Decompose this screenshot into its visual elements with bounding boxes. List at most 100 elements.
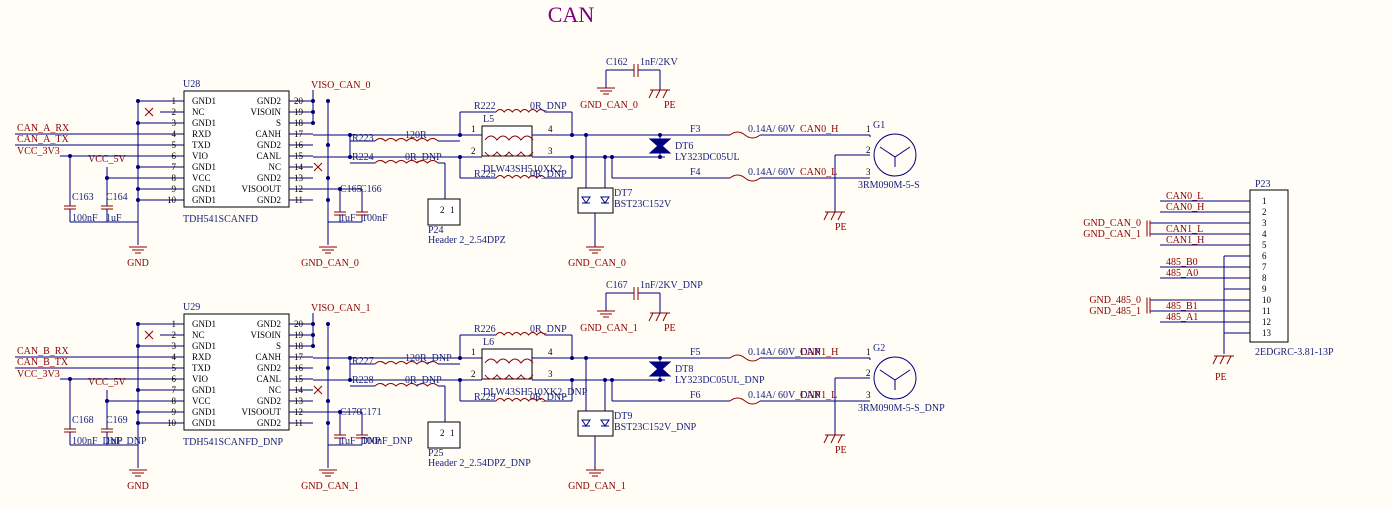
ic-pin-name: NC: [192, 107, 205, 117]
viso-label: VISO_CAN_0: [311, 80, 370, 91]
ic-pin-name: GND1: [192, 418, 216, 428]
ground-symbol: [597, 310, 615, 318]
resistor-ref: R223: [352, 133, 374, 144]
fuse-ref: F6: [690, 390, 701, 401]
resistor-ref: R225: [474, 169, 496, 180]
pe-earth-symbol: [823, 434, 845, 444]
fuse-symbol: [729, 131, 761, 139]
junction-dot: [311, 322, 315, 326]
capacitor-symbol: [101, 428, 113, 433]
ic-pin-number: 19: [294, 107, 304, 117]
ic-pin-number: 15: [294, 374, 304, 384]
cap-ref: C166: [360, 184, 382, 195]
net-label-tx: CAN_B_TX: [17, 357, 69, 368]
pe-label: PE: [1215, 372, 1227, 383]
ic-pin-name: VIO: [192, 374, 208, 384]
ic-pin-number: 20: [294, 319, 304, 329]
resistor-ref: R226: [474, 324, 496, 335]
junction-dot: [326, 143, 330, 147]
junction-dot: [326, 399, 330, 403]
ic-pin-number: 17: [294, 129, 304, 139]
ic-pin-name: CANH: [255, 352, 281, 362]
ground-symbol: [129, 246, 147, 254]
gdt-pin-number: 2: [866, 368, 871, 378]
gdt-pin-number: 3: [866, 167, 871, 177]
ic-pin-name: RXD: [192, 129, 212, 139]
junction-dot: [105, 399, 109, 403]
ground-symbol: [597, 87, 615, 95]
ic-pin-number: 7: [172, 385, 177, 395]
gas-discharge-tube: [873, 133, 917, 177]
resistor-value: 0R_DNP: [405, 152, 442, 163]
gdt-ref: G1: [873, 120, 885, 131]
terminal-net-label: CAN1_L: [1166, 224, 1203, 235]
ic-pin-name: GND1: [192, 195, 216, 205]
gnd-label: GND: [127, 481, 149, 492]
choke-ref: L6: [483, 337, 494, 348]
junction-dot: [326, 99, 330, 103]
fuse-ref: F5: [690, 347, 701, 358]
gdt-pin-number: 1: [866, 347, 871, 357]
choke-coil-symbol: [484, 135, 534, 141]
tvs-diode-symbol: [600, 196, 610, 204]
wire: [837, 434, 843, 444]
pe-label: PE: [664, 323, 676, 334]
ic-pin-number: 15: [294, 151, 304, 161]
fuse-symbol: [729, 354, 761, 362]
ic-pin-number: 19: [294, 330, 304, 340]
ground-symbol: [586, 246, 604, 254]
gnd-can-label: GND_CAN_0: [568, 258, 626, 269]
pe-earth-symbol: [648, 89, 670, 99]
terminal-value: 2EDGRC-3.81-13P: [1255, 347, 1334, 358]
pe-label: PE: [835, 445, 847, 456]
ic-pin-name: S: [276, 341, 281, 351]
terminal-pin-number: 3: [1262, 218, 1267, 228]
resistor-ref: R228: [352, 375, 374, 386]
terminal-pin-number: 7: [1262, 262, 1267, 272]
header-value: Header 2_2.54DPZ: [428, 235, 506, 246]
resistor-symbol: [374, 383, 439, 387]
choke-coil-symbol: [484, 151, 534, 157]
cap-ref: C170: [340, 407, 362, 418]
gnd-can-label: GND_CAN_1: [301, 481, 359, 492]
junction-dot: [458, 155, 462, 159]
choke-pin-number: 3: [548, 369, 553, 379]
viso-label: VISO_CAN_1: [311, 303, 370, 314]
pe-label: PE: [835, 222, 847, 233]
vcc-5v-label: VCC_5V: [88, 377, 127, 388]
gdt-value: 3RM090M-5-S: [858, 180, 920, 191]
wire: [823, 434, 829, 444]
ic-value: TDH541SCANFD_DNP: [183, 437, 283, 448]
tvs-value: BST23C152V: [614, 199, 672, 210]
wire: [1219, 355, 1225, 365]
resistor-ref: R222: [474, 101, 496, 112]
junction-dot: [136, 99, 140, 103]
choke-pin-number: 1: [471, 124, 476, 134]
junction-dot: [136, 165, 140, 169]
cap-ref: C168: [72, 415, 94, 426]
ic-pin-name: NC: [268, 162, 281, 172]
wire: [655, 312, 661, 322]
junction-dot: [311, 121, 315, 125]
junction-dot: [326, 366, 330, 370]
cap-value: 1nF/2KV_DNP: [640, 280, 703, 291]
wire: [1226, 355, 1232, 365]
terminal-net-label: CAN0_H: [1166, 202, 1204, 213]
ic-ref: U28: [183, 79, 200, 90]
ic-pin-number: 14: [294, 162, 304, 172]
bidir-tvs-symbol: [648, 366, 672, 377]
ic-pin-number: 18: [294, 118, 304, 128]
ground-symbol: [129, 469, 147, 477]
resistor-ref: R227: [352, 356, 374, 367]
cap-value: 100nF_DNP: [72, 436, 123, 447]
tvs-ref: DT9: [614, 411, 632, 422]
no-connect-mark: [313, 162, 323, 172]
terminal-block-body: [1249, 189, 1289, 343]
ic-pin-name: TXD: [192, 363, 211, 373]
ic-pin-name: GND1: [192, 184, 216, 194]
gnd-net-label: GND_CAN_1: [1083, 229, 1141, 240]
cap-value: 1nF/2KV: [640, 57, 679, 68]
ic-pin-name: GND1: [192, 96, 216, 106]
resistor-value: 120R: [405, 130, 427, 141]
